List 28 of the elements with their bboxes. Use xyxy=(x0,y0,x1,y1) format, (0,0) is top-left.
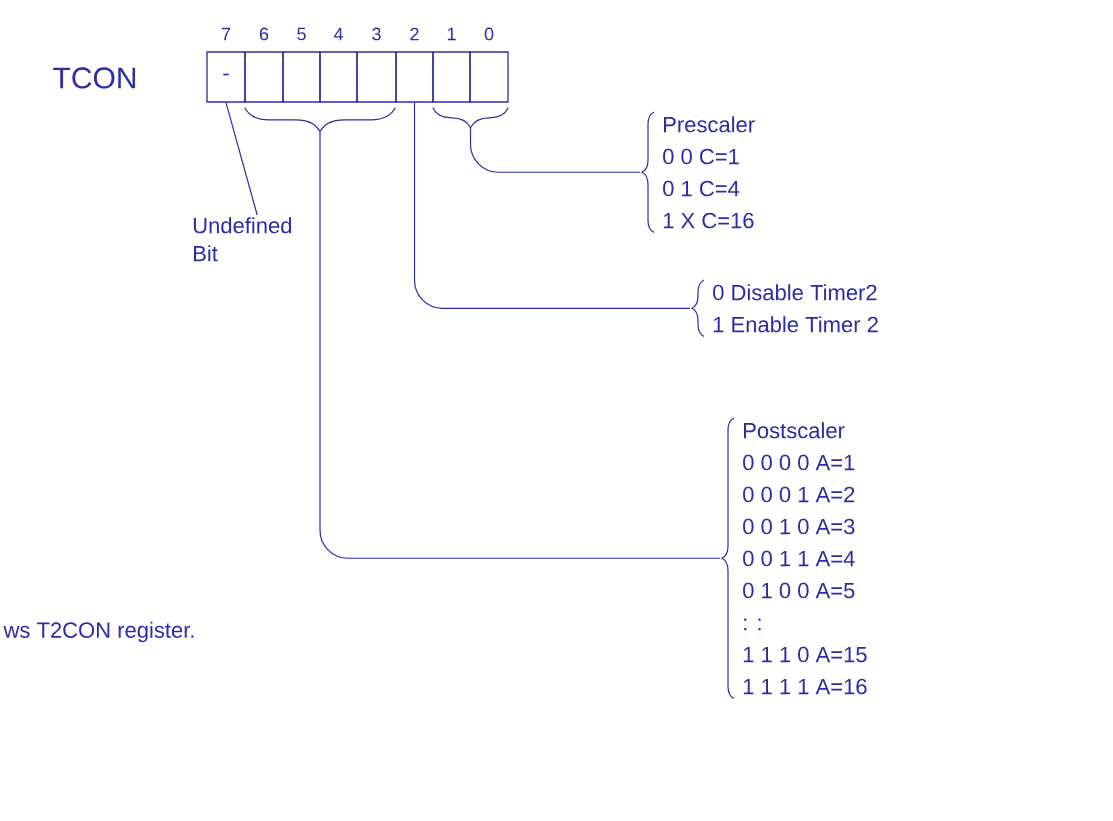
register-cell xyxy=(395,51,434,103)
register-cell xyxy=(282,51,321,103)
leader-line xyxy=(225,102,258,216)
register-cell xyxy=(244,51,284,103)
bit-number: 4 xyxy=(333,27,343,41)
bit-number: 0 xyxy=(484,27,494,41)
register-name: TCON xyxy=(53,67,136,89)
register-cell xyxy=(319,51,358,103)
brace xyxy=(432,107,509,129)
label-text: Undefined Bit xyxy=(193,217,292,262)
bit-number: 5 xyxy=(297,27,306,41)
register-cell xyxy=(432,51,471,103)
bit-number: 1 xyxy=(447,27,456,41)
brace-group: Prescaler 0 0 C=1 0 1 C=4 1 X C=16 xyxy=(641,111,755,234)
bit-number: 7 xyxy=(221,27,231,41)
bit-number: 6 xyxy=(259,27,269,41)
register-cell: - xyxy=(206,51,246,103)
brace xyxy=(244,107,396,133)
brace-group: Postscaler 0 0 0 0 A=1 0 0 0 1 A=2 0 0 1 0 A=3 0 0 1 1 A=4 0 1 0 0 A=5 : : 1 1 1 0 A=15 1 1 1 1 A=16 xyxy=(721,417,867,700)
register-cell xyxy=(469,51,509,103)
leader-line xyxy=(413,102,691,309)
caption-text: ws T2CON register. xyxy=(3,621,194,643)
bit-number: 3 xyxy=(372,27,381,41)
register-cell xyxy=(356,51,397,103)
brace-group: 0 Disable Timer2 1 Enable Timer 2 xyxy=(691,279,878,338)
bit-number: 2 xyxy=(410,27,419,41)
leader-line xyxy=(469,127,641,173)
leader-line xyxy=(319,131,721,559)
